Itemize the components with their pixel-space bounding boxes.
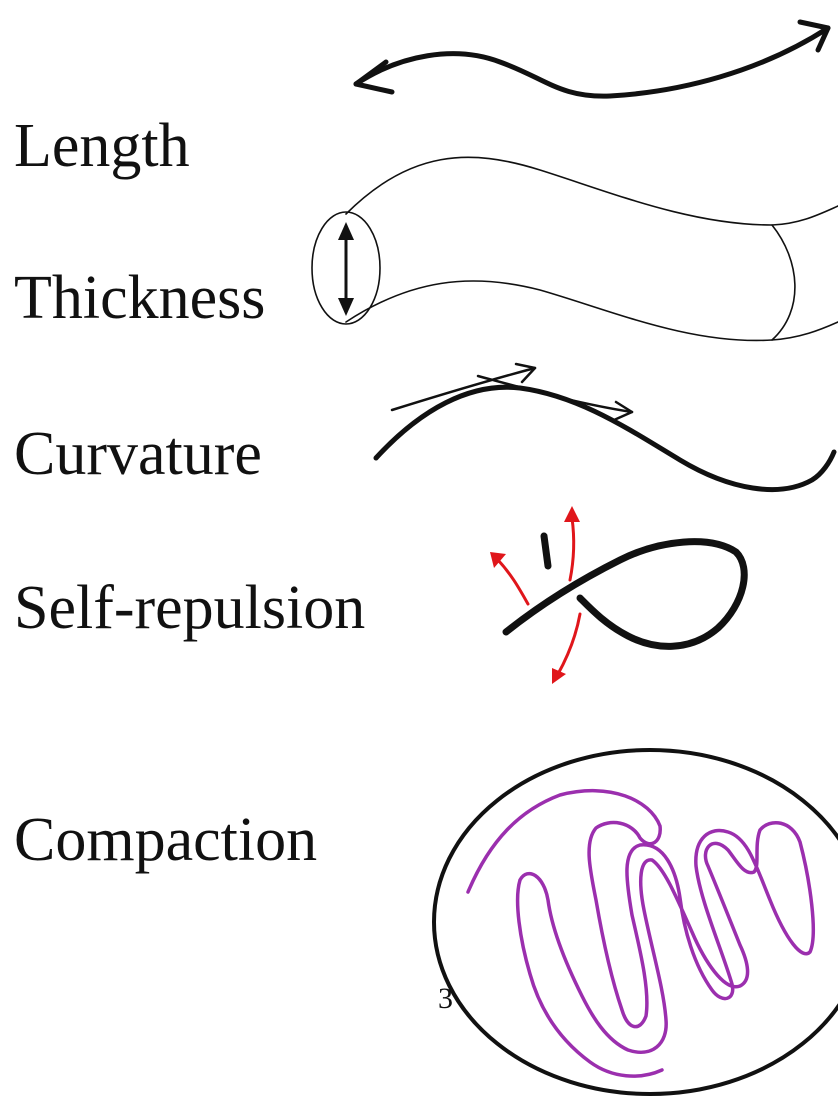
label-thickness: Thickness (14, 264, 265, 332)
curvature-curve-icon (376, 364, 834, 490)
length-arrow-icon (356, 22, 828, 96)
label-curvature: Curvature (14, 420, 262, 488)
label-length: Length (14, 112, 190, 180)
label-compaction: Compaction (14, 806, 317, 874)
thickness-tube-icon (312, 157, 838, 340)
thickness-double-arrow-icon (338, 222, 354, 316)
page-number: 3 (438, 982, 453, 1015)
compaction-circle-icon (434, 750, 838, 1094)
self-repulsion-loop-icon (490, 506, 744, 684)
repulsion-arrows-icon (490, 506, 580, 684)
label-self-repulsion: Self-repulsion (14, 574, 365, 642)
compacted-chain-icon (468, 791, 813, 1076)
